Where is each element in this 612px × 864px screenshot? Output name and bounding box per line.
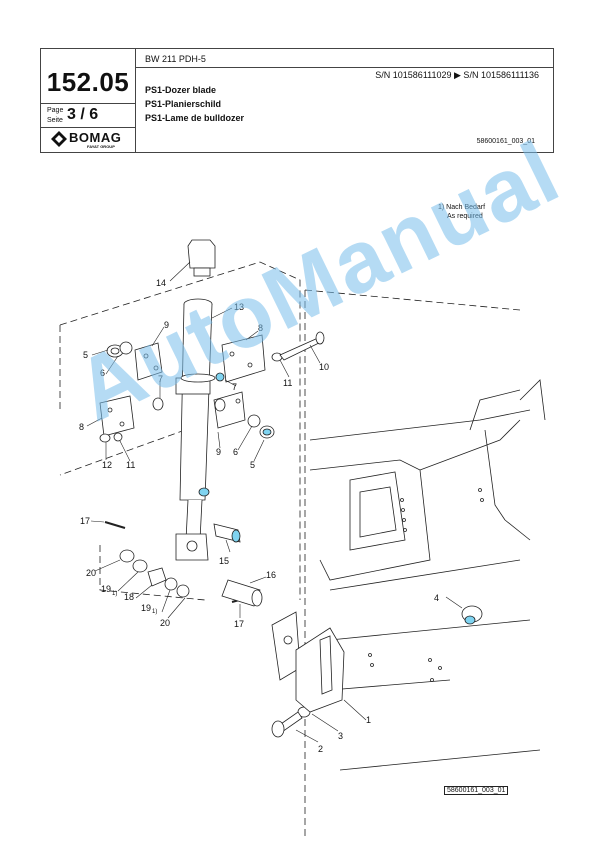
title-french: PS1-Lame de bulldozer [145,113,245,123]
hydraulic-cylinder [175,239,216,561]
page-number: 152.05 [46,67,130,97]
callout-10: 10 [319,362,329,372]
footnote-en: As required [447,213,483,220]
callout-11: 11 [283,378,292,388]
callout-9: 9 [216,447,221,457]
callout-18: 18 [124,592,134,602]
callout-5: 5 [250,460,255,470]
callout-20: 20 [160,618,170,628]
sheet-indicator: 3 / 6 [67,106,99,123]
divider [136,67,554,68]
callout-14: 14 [156,278,166,288]
callout-5: 5 [83,350,88,360]
footnote-mark: 1) [152,609,157,615]
title-block: 152.05 Page Seite 3 / 6 BOMAG FAYAT GROU… [40,48,554,153]
footnote-de: 1) Nach Bedarf [438,204,486,211]
footnote: 1) Nach Bedarf As required [438,203,485,221]
callout-15: 15 [219,556,229,566]
bracket-1 [271,611,345,713]
bolt-10 [279,331,325,361]
callout-13: 13 [234,302,244,312]
callout-20: 20 [86,568,96,578]
callout-4: 4 [434,593,439,603]
assembly-frame [59,261,521,840]
callout-17: 17 [234,619,244,629]
serial-range: S/N 101586111029 ▶ S/N 101586111136 [375,70,539,80]
mounting-brackets [99,334,266,437]
callout-19: 19 [101,584,111,594]
title-german: PS1-Planierschild [145,99,222,109]
callout-19: 19 [141,603,151,613]
divider [41,127,135,128]
machine-frame [309,379,546,771]
callout-3: 3 [338,731,343,741]
bolt-2 [271,711,303,738]
callout-7: 7 [158,374,163,384]
page-info-panel: 152.05 Page Seite 3 / 6 BOMAG FAYAT GROU… [41,49,136,152]
callout-2: 2 [318,744,323,754]
callout-7: 7 [232,382,237,392]
callout-16: 16 [266,570,276,580]
brand-name: BOMAG [69,130,122,145]
brand-subtitle: FAYAT GROUP [87,144,115,149]
model-name: BW 211 PDH-5 [145,54,206,64]
drawing-number: 58600161_003_01 [476,138,535,145]
diamond-logo-icon [51,131,67,147]
callout-labels: 14 13 9 8 5 6 7 7 11 10 8 12 11 9 6 5 17… [79,278,439,754]
frame-holes [368,488,484,682]
callout-17: 17 [80,516,90,526]
leader-lines [86,261,463,743]
callout-6: 6 [233,447,238,457]
page-label: Page [47,107,64,114]
pin-16 [221,579,263,607]
divider [41,103,135,104]
callout-1: 1 [366,715,371,725]
footer-drawing-ref: 58600161_003_01 [444,786,509,795]
callout-11: 11 [126,460,135,470]
title-english: PS1-Dozer blade [145,85,217,95]
callout-12: 12 [102,460,112,470]
callout-9: 9 [164,320,169,330]
callout-8: 8 [258,323,263,333]
bomag-logo: BOMAG FAYAT GROUP [51,130,133,150]
callout-6: 6 [100,368,105,378]
fitting-15 [213,523,241,543]
callout-8: 8 [79,422,84,432]
plug-4 [461,605,483,625]
seite-label: Seite [47,117,63,124]
footnote-mark: 1) [112,591,117,597]
